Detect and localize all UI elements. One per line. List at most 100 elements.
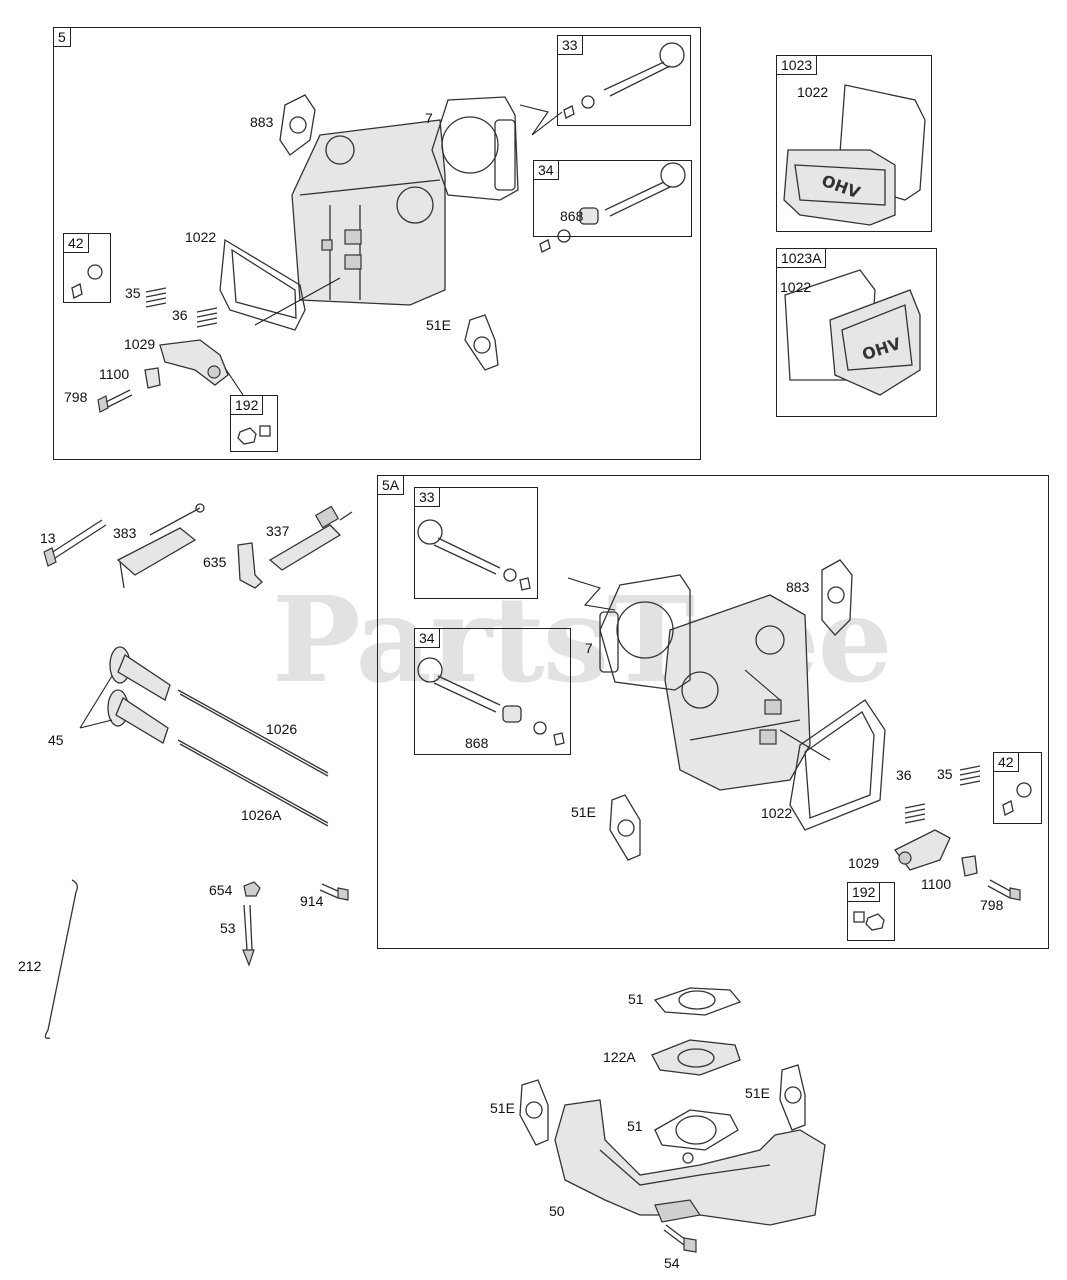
callout-1029-top: 1029	[124, 336, 156, 352]
callout-1022-1023A: 1022	[780, 279, 812, 295]
gasket-51-bottom-drawing	[654, 1109, 739, 1151]
bolt-54-drawing	[663, 1224, 697, 1253]
callout-51E-right: 51E	[745, 1085, 770, 1101]
callout-868-mid: 868	[465, 735, 489, 751]
callout-50: 50	[549, 1203, 565, 1219]
callout-1029-mid: 1029	[848, 855, 880, 871]
callout-654: 654	[209, 882, 233, 898]
pivot-1100-top-drawing	[144, 367, 161, 389]
callout-36-mid: 36	[896, 767, 912, 783]
callout-1022-1023: 1022	[797, 84, 829, 100]
callout-36-top: 36	[172, 307, 188, 323]
bolt-13-drawing	[43, 519, 107, 567]
group-box-34-mid	[414, 628, 571, 755]
spring-35-top-drawing	[145, 287, 167, 308]
group-tag-192-top: 192	[230, 395, 264, 415]
callout-635: 635	[203, 554, 227, 570]
callout-7-mid: 7	[585, 640, 593, 656]
callout-1100-top: 1100	[99, 366, 130, 382]
bolt-914-drawing	[319, 883, 349, 901]
callout-51-top: 51	[628, 991, 644, 1007]
gasket-7-top-drawing	[431, 96, 519, 201]
group-box-1023A	[776, 248, 937, 417]
callout-35-top: 35	[125, 285, 141, 301]
callout-13: 13	[40, 530, 56, 546]
group-tag-1023A: 1023A	[776, 248, 827, 268]
spring-36-mid-drawing	[904, 803, 926, 824]
cylinder-head-5A-drawing	[664, 594, 811, 791]
callout-798-top: 798	[64, 389, 88, 405]
cylinder-head-5-drawing	[291, 119, 446, 306]
callout-54: 54	[664, 1255, 680, 1271]
callout-868-top: 868	[560, 208, 584, 224]
callout-51E-left: 51E	[490, 1100, 515, 1116]
bolt-798-top-drawing	[97, 389, 133, 413]
rocker-arm-1029-top-drawing	[159, 339, 229, 386]
gasket-51E-mid-drawing	[609, 794, 641, 861]
callout-1100-mid: 1100	[921, 876, 952, 892]
keeper-42-top-drawing	[71, 264, 103, 299]
callout-35-mid: 35	[937, 766, 953, 782]
spark-plug-337-drawing	[268, 505, 353, 571]
group-tag-34-mid: 34	[414, 628, 440, 648]
gasket-51E-left-drawing	[519, 1079, 549, 1146]
bolt-798-mid-drawing	[987, 879, 1021, 901]
group-box-5A	[377, 475, 1049, 949]
boot-635-drawing	[237, 542, 263, 589]
stud-53-drawing	[242, 904, 255, 967]
callout-53: 53	[220, 920, 236, 936]
gasket-883-top-drawing	[279, 94, 316, 156]
group-box-33-mid	[414, 487, 538, 599]
callout-7-top: 7	[425, 110, 433, 126]
callout-914: 914	[300, 893, 324, 909]
push-rod-1026A-drawing	[177, 739, 329, 827]
valve-cover-1023-drawing: OHV	[783, 84, 926, 226]
gasket-883-mid-drawing	[821, 559, 853, 636]
valve-33-top-drawing	[563, 42, 685, 119]
callout-1022-top: 1022	[185, 229, 217, 245]
callout-883-mid: 883	[786, 579, 810, 595]
valve-cover-1023A-drawing: OHV	[784, 269, 921, 396]
rocker-arm-1029-mid-drawing	[894, 829, 951, 871]
group-tag-5: 5	[53, 27, 71, 47]
group-tag-192-mid: 192	[847, 882, 881, 902]
valve-34-top-drawing	[539, 162, 686, 253]
group-tag-33-mid: 33	[414, 487, 440, 507]
keeper-42-mid-drawing	[1002, 782, 1032, 816]
gasket-51-top-drawing	[653, 987, 742, 1016]
tappet-45-drawing	[107, 646, 171, 744]
group-tag-1023: 1023	[776, 55, 818, 75]
callout-1022-mid: 1022	[761, 805, 793, 821]
callout-51E-mid: 51E	[571, 804, 596, 820]
callout-51-bottom: 51	[627, 1118, 643, 1134]
gasket-7-mid-drawing	[599, 574, 691, 691]
valve-34-mid-drawing	[417, 657, 565, 746]
spring-36-top-drawing	[196, 307, 218, 328]
callout-1026: 1026	[266, 721, 298, 737]
callout-383: 383	[113, 525, 137, 541]
pivot-1100-mid-drawing	[961, 855, 978, 877]
valve-33-mid-drawing	[417, 519, 531, 591]
callout-212: 212	[18, 958, 42, 974]
group-box-33-top	[557, 35, 691, 126]
group-tag-34-top: 34	[533, 160, 559, 180]
group-tag-5A: 5A	[377, 475, 405, 495]
spacer-122A-drawing	[651, 1039, 741, 1076]
nut-192-mid-drawing	[853, 911, 885, 931]
push-rod-1026-drawing	[177, 689, 329, 777]
callout-798-mid: 798	[980, 897, 1004, 913]
callout-122A: 122A	[603, 1049, 636, 1065]
group-box-1023	[776, 55, 932, 232]
exhaust-manifold-50-drawing	[554, 1099, 826, 1226]
gasket-51E-top-drawing	[464, 314, 499, 371]
breather-383-drawing	[116, 503, 205, 589]
group-tag-42-mid: 42	[993, 752, 1019, 772]
gasket-51E-right-drawing	[779, 1064, 806, 1131]
group-box-34-top	[533, 160, 692, 237]
group-tag-33-top: 33	[557, 35, 583, 55]
group-box-5	[53, 27, 701, 460]
nut-192-top-drawing	[237, 425, 271, 445]
group-tag-42-top: 42	[63, 233, 89, 253]
